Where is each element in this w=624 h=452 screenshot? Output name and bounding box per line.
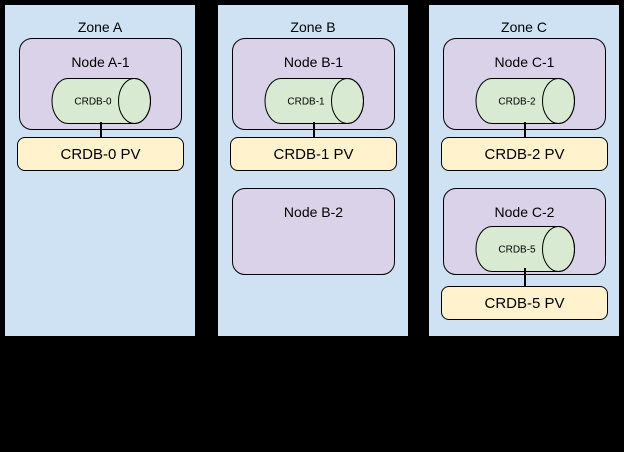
pv-crdb-5: CRDB-5 PV (441, 286, 608, 320)
pv-crdb-0: CRDB-0 PV (17, 137, 184, 171)
node-b-2: Node B-2 (232, 188, 395, 275)
pod-crdb-1-label: CRDB-1 (287, 97, 325, 108)
database-cylinder-icon: CRDB-1 (264, 78, 364, 124)
zone-b-label: Zone B (290, 19, 336, 35)
pod-crdb-0-label: CRDB-0 (74, 97, 112, 108)
node-b-1: Node B-1 CRDB-1 (232, 38, 395, 130)
node-c-1: Node C-1 CRDB-2 (443, 38, 606, 130)
pv-crdb-1: CRDB-1 PV (230, 137, 397, 171)
pv-crdb-2: CRDB-2 PV (441, 137, 608, 171)
node-a-1: Node A-1 CRDB-0 (19, 38, 182, 130)
node-b-2-label: Node B-2 (283, 204, 344, 220)
pod-crdb-2-label: CRDB-2 (498, 97, 536, 108)
zone-c-label: Zone C (501, 19, 547, 35)
pv-connector-line (524, 268, 526, 287)
database-cylinder-icon: CRDB-0 (51, 78, 151, 124)
zone-a: Zone A Node A-1 CRDB-0 CRDB-0 PV (4, 4, 196, 337)
pod-crdb-5-label: CRDB-5 (498, 245, 536, 256)
zone-c: Zone C Node C-1 CRDB-2 CRDB-2 PV Node C-… (428, 4, 620, 337)
node-c-2-label: Node C-2 (494, 204, 555, 220)
node-c-2: Node C-2 CRDB-5 (443, 188, 606, 275)
database-cylinder-icon: CRDB-2 (475, 78, 575, 124)
node-c-1-label: Node C-1 (494, 54, 555, 70)
node-a-1-label: Node A-1 (71, 54, 130, 70)
pv-connector-line (524, 122, 526, 138)
zone-b: Zone B Node B-1 CRDB-1 CRDB-1 PV Node B-… (217, 4, 409, 337)
zone-a-label: Zone A (77, 19, 123, 35)
pv-connector-line (100, 122, 102, 138)
node-b-1-label: Node B-1 (283, 54, 344, 70)
database-cylinder-icon: CRDB-5 (475, 226, 575, 272)
pv-connector-line (313, 122, 315, 138)
